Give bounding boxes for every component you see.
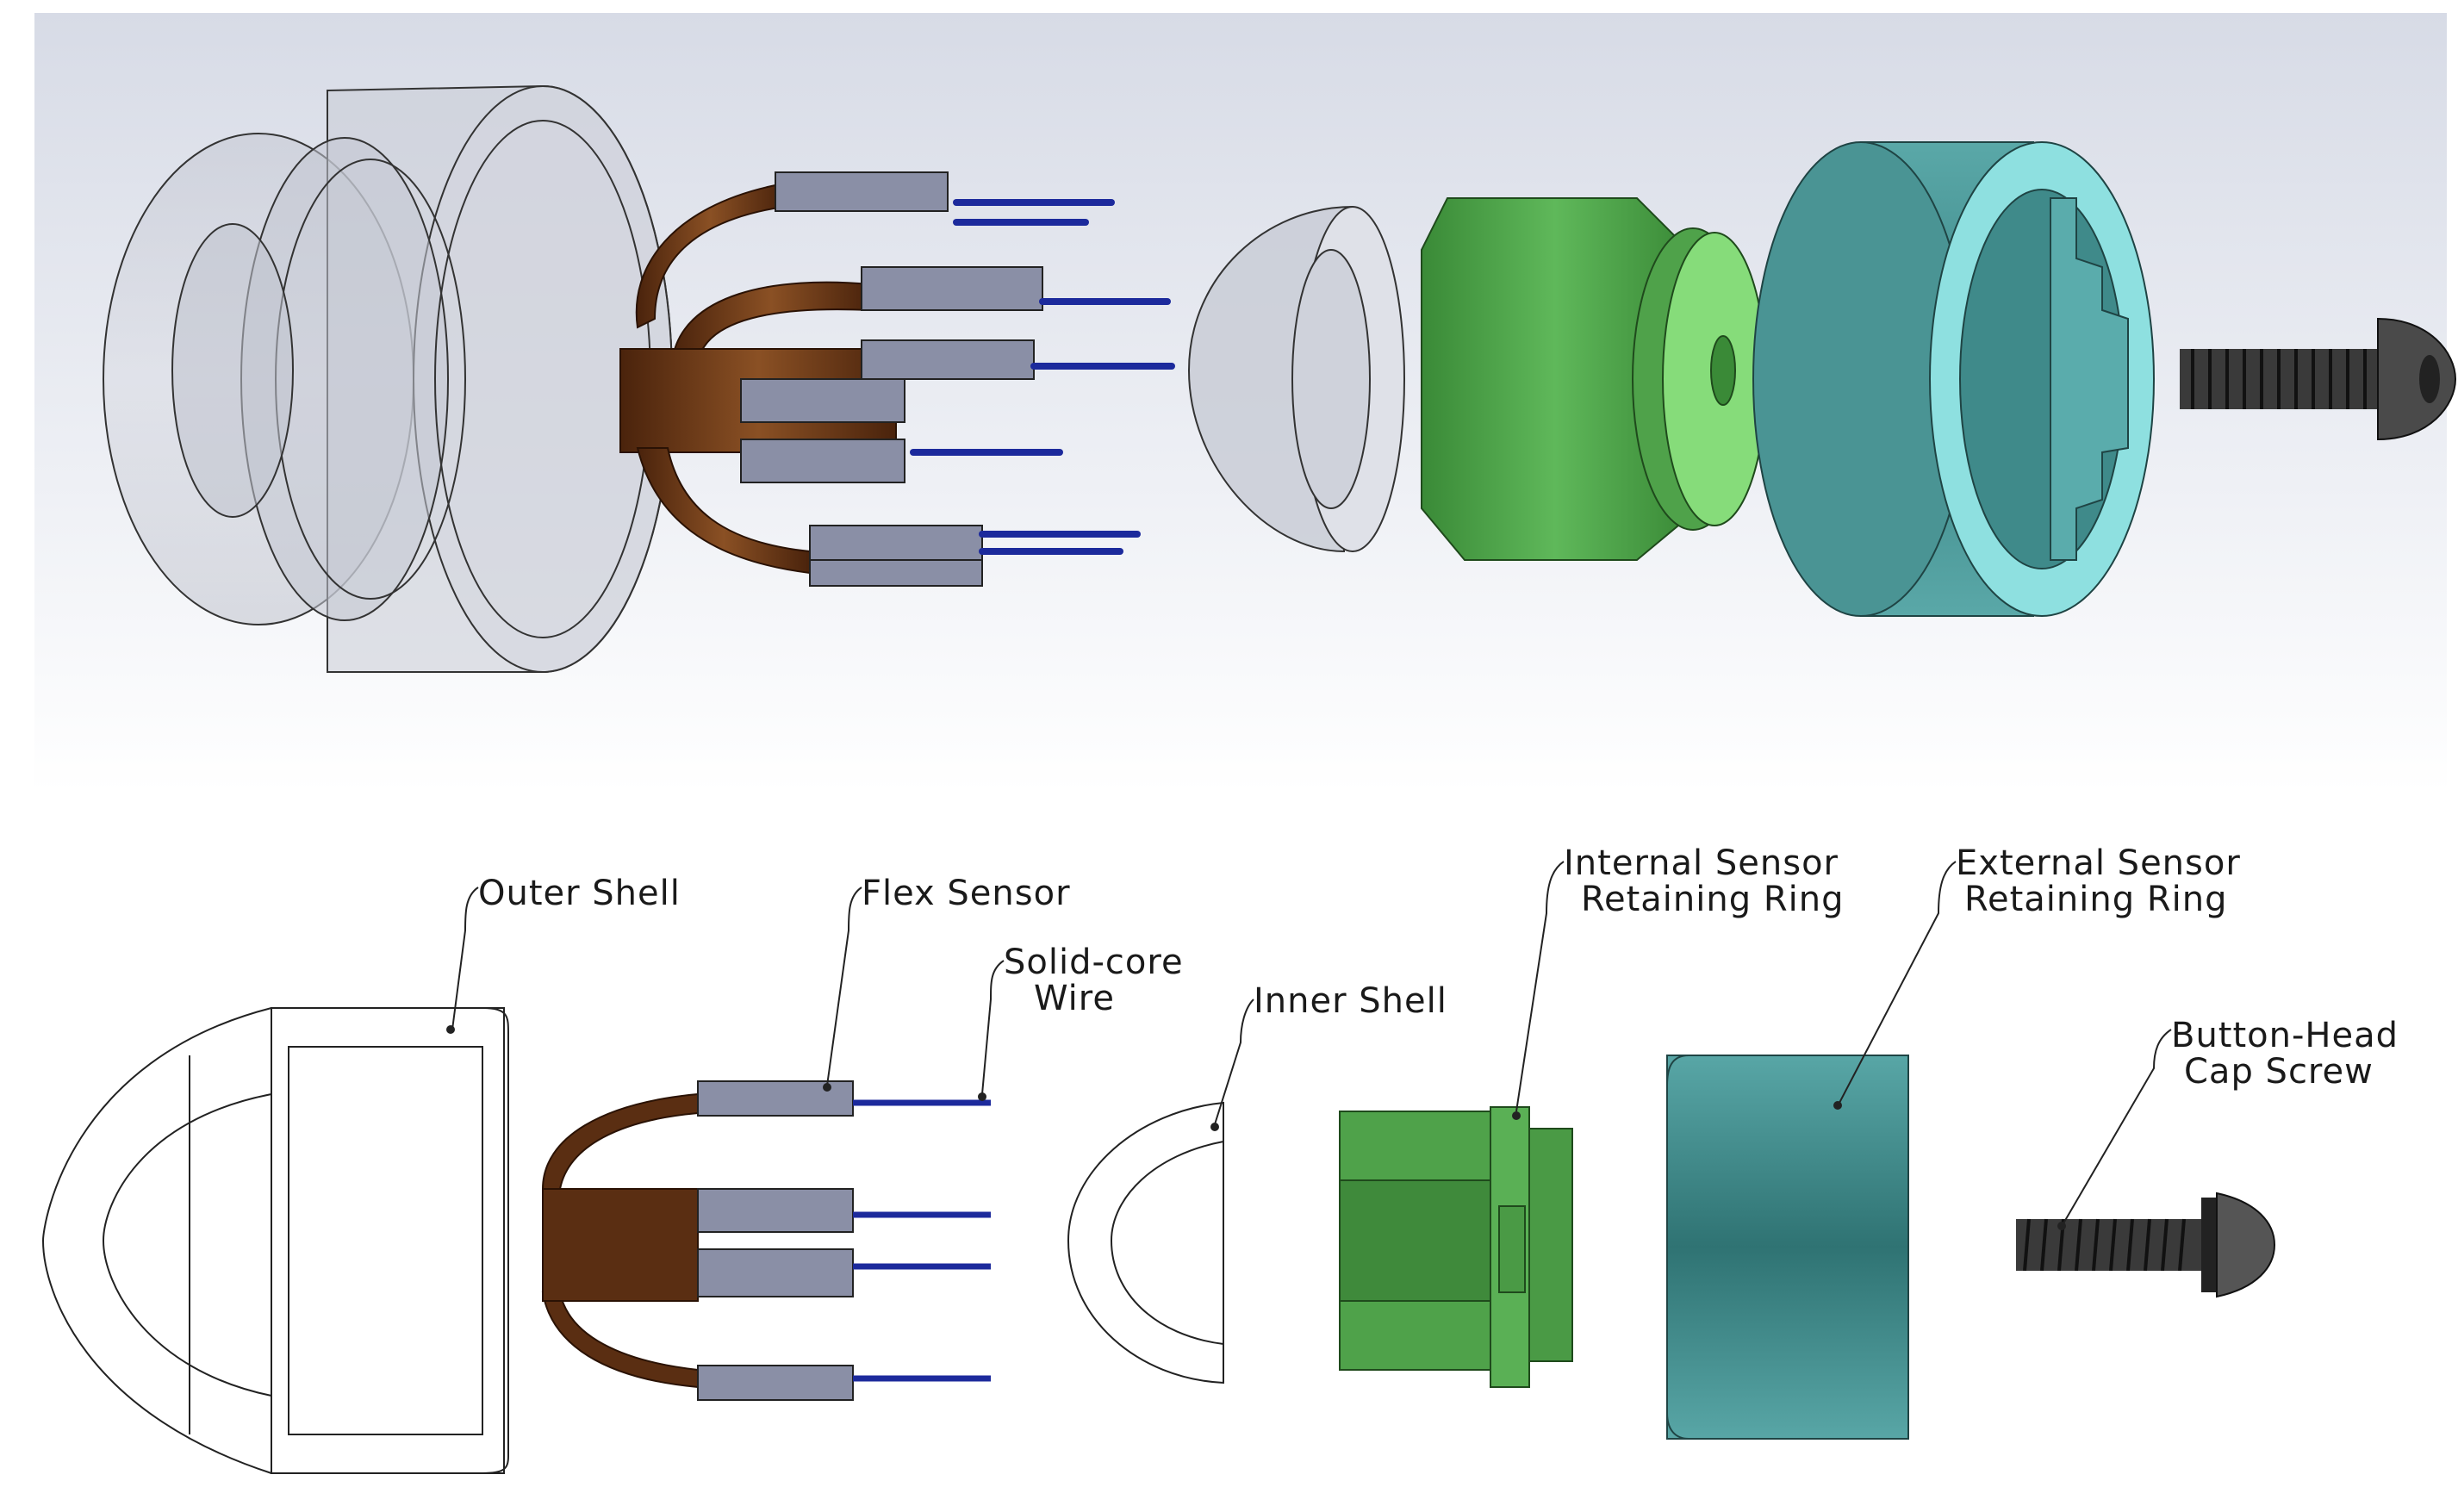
label-outer-shell: Outer Shell [478,874,681,913]
drawing-flex-sensor [541,1080,991,1401]
leader-inner-shell [1214,999,1254,1125]
leader-flex-sensor [826,887,862,1086]
label-cap-screw-line1: Button-Head [2171,1016,2399,1055]
label-inner-shell: Inner Shell [1254,981,1447,1021]
render-internal-retaining-ring [1421,197,1767,561]
render-flex-sensor [619,171,1175,587]
leader-outer-shell [451,887,479,1030]
leader-external-ring [1839,861,1957,1104]
leader-solid-core-wire [981,960,1005,1095]
label-external-ring-line2: Retaining Ring [1964,880,2227,919]
drawing-external-retaining-ring [1666,1055,1909,1440]
drawing-internal-retaining-ring [1339,1106,1573,1388]
leader-cap-screw [2063,1029,2172,1224]
label-solid-core-wire-line2: Wire [1034,979,1115,1018]
label-cap-screw-line2: Cap Screw [2184,1052,2374,1092]
leader-lines [446,861,2172,1230]
label-external-ring-line1: External Sensor [1956,843,2241,883]
leader-internal-ring [1515,861,1565,1112]
label-solid-core-wire-line1: Solid-core [1004,943,1184,982]
label-internal-ring-line2: Retaining Ring [1581,880,1844,919]
render-external-retaining-ring [1752,141,2155,617]
render-cap-screw [2180,317,2457,441]
label-flex-sensor: Flex Sensor [862,874,1071,913]
drawing-outer-shell [41,1007,509,1474]
drawing-cap-screw [2016,1192,2276,1298]
render-outer-shell [103,84,673,673]
render-inner-shell [1187,205,1405,553]
drawing-inner-shell [1067,1101,1224,1384]
label-internal-ring-line1: Internal Sensor [1564,843,1839,883]
